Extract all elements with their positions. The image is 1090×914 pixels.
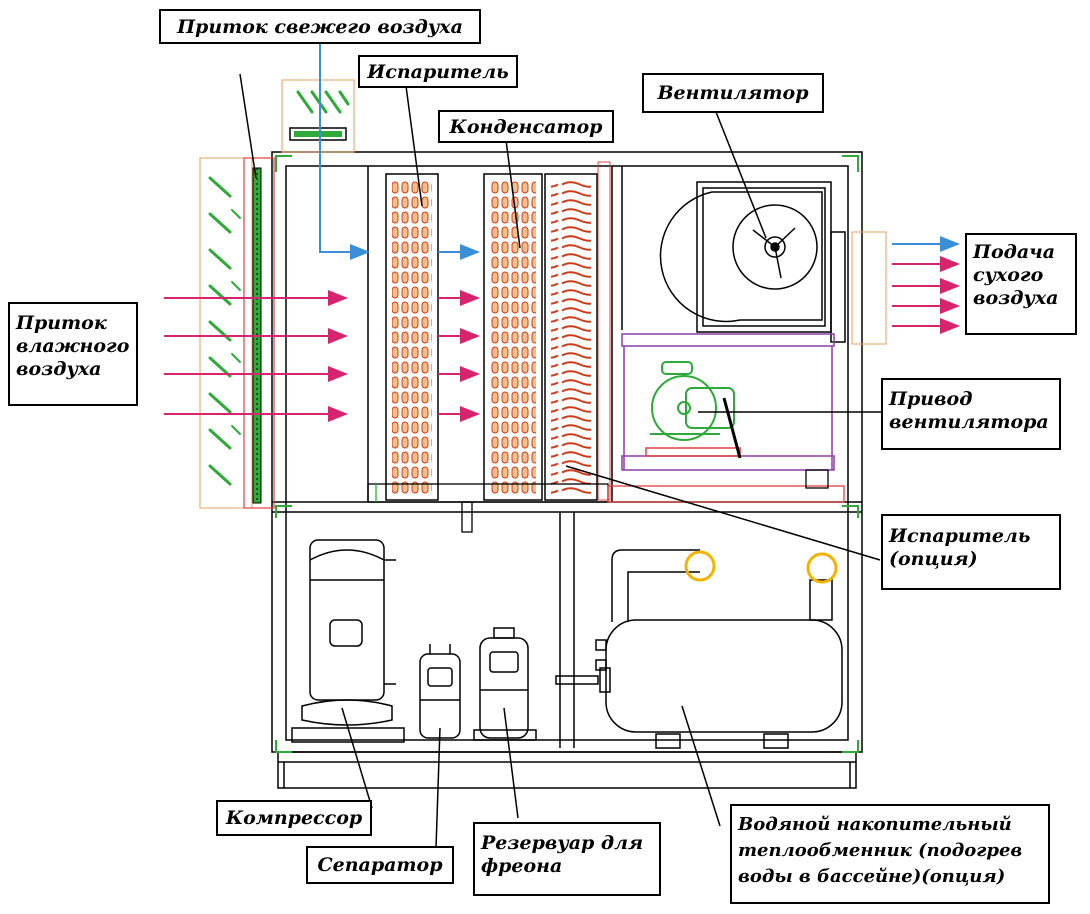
fresh-air-inlet [281,79,355,153]
compressor [291,539,405,743]
label-separator: Сепаратор [306,846,454,884]
unit-housing [271,151,863,789]
label-fan: Вентилятор [642,73,824,113]
fan-drive [621,333,835,489]
label-condenser: Конденсатор [438,110,614,143]
fresh-air-flow [319,44,960,260]
optional-evaporator-coil [544,161,611,501]
freon-tank [473,627,537,741]
label-evaporator: Испаритель [358,55,518,88]
label-compressor: Компрессор [216,800,372,836]
label-fresh-air: Приток свежего воздуха [159,9,481,44]
evaporator-coil [385,173,439,501]
leader-lines [239,73,884,849]
drain-tray [367,483,845,533]
label-water-heat-exchanger: Водяной накопительный теплообменник (под… [730,804,1050,904]
dry-air-outlet [851,231,887,345]
condenser-coil [483,173,543,501]
label-fan-drive: Привод вентилятора [881,378,1061,450]
humid-air-filter [199,157,275,509]
water-heat-exchanger [555,549,843,749]
label-evaporator-option: Испаритель (опция) [881,514,1061,590]
label-humid-air: Приток влажного воздуха [8,302,138,406]
centrifugal-fan [659,181,846,343]
corner-brackets [275,155,859,753]
label-dry-air: Подача сухого воздуха [965,233,1077,335]
separator [419,644,461,739]
label-freon-tank: Резервуар для фреона [473,822,661,896]
humid-air-flow [164,256,960,422]
